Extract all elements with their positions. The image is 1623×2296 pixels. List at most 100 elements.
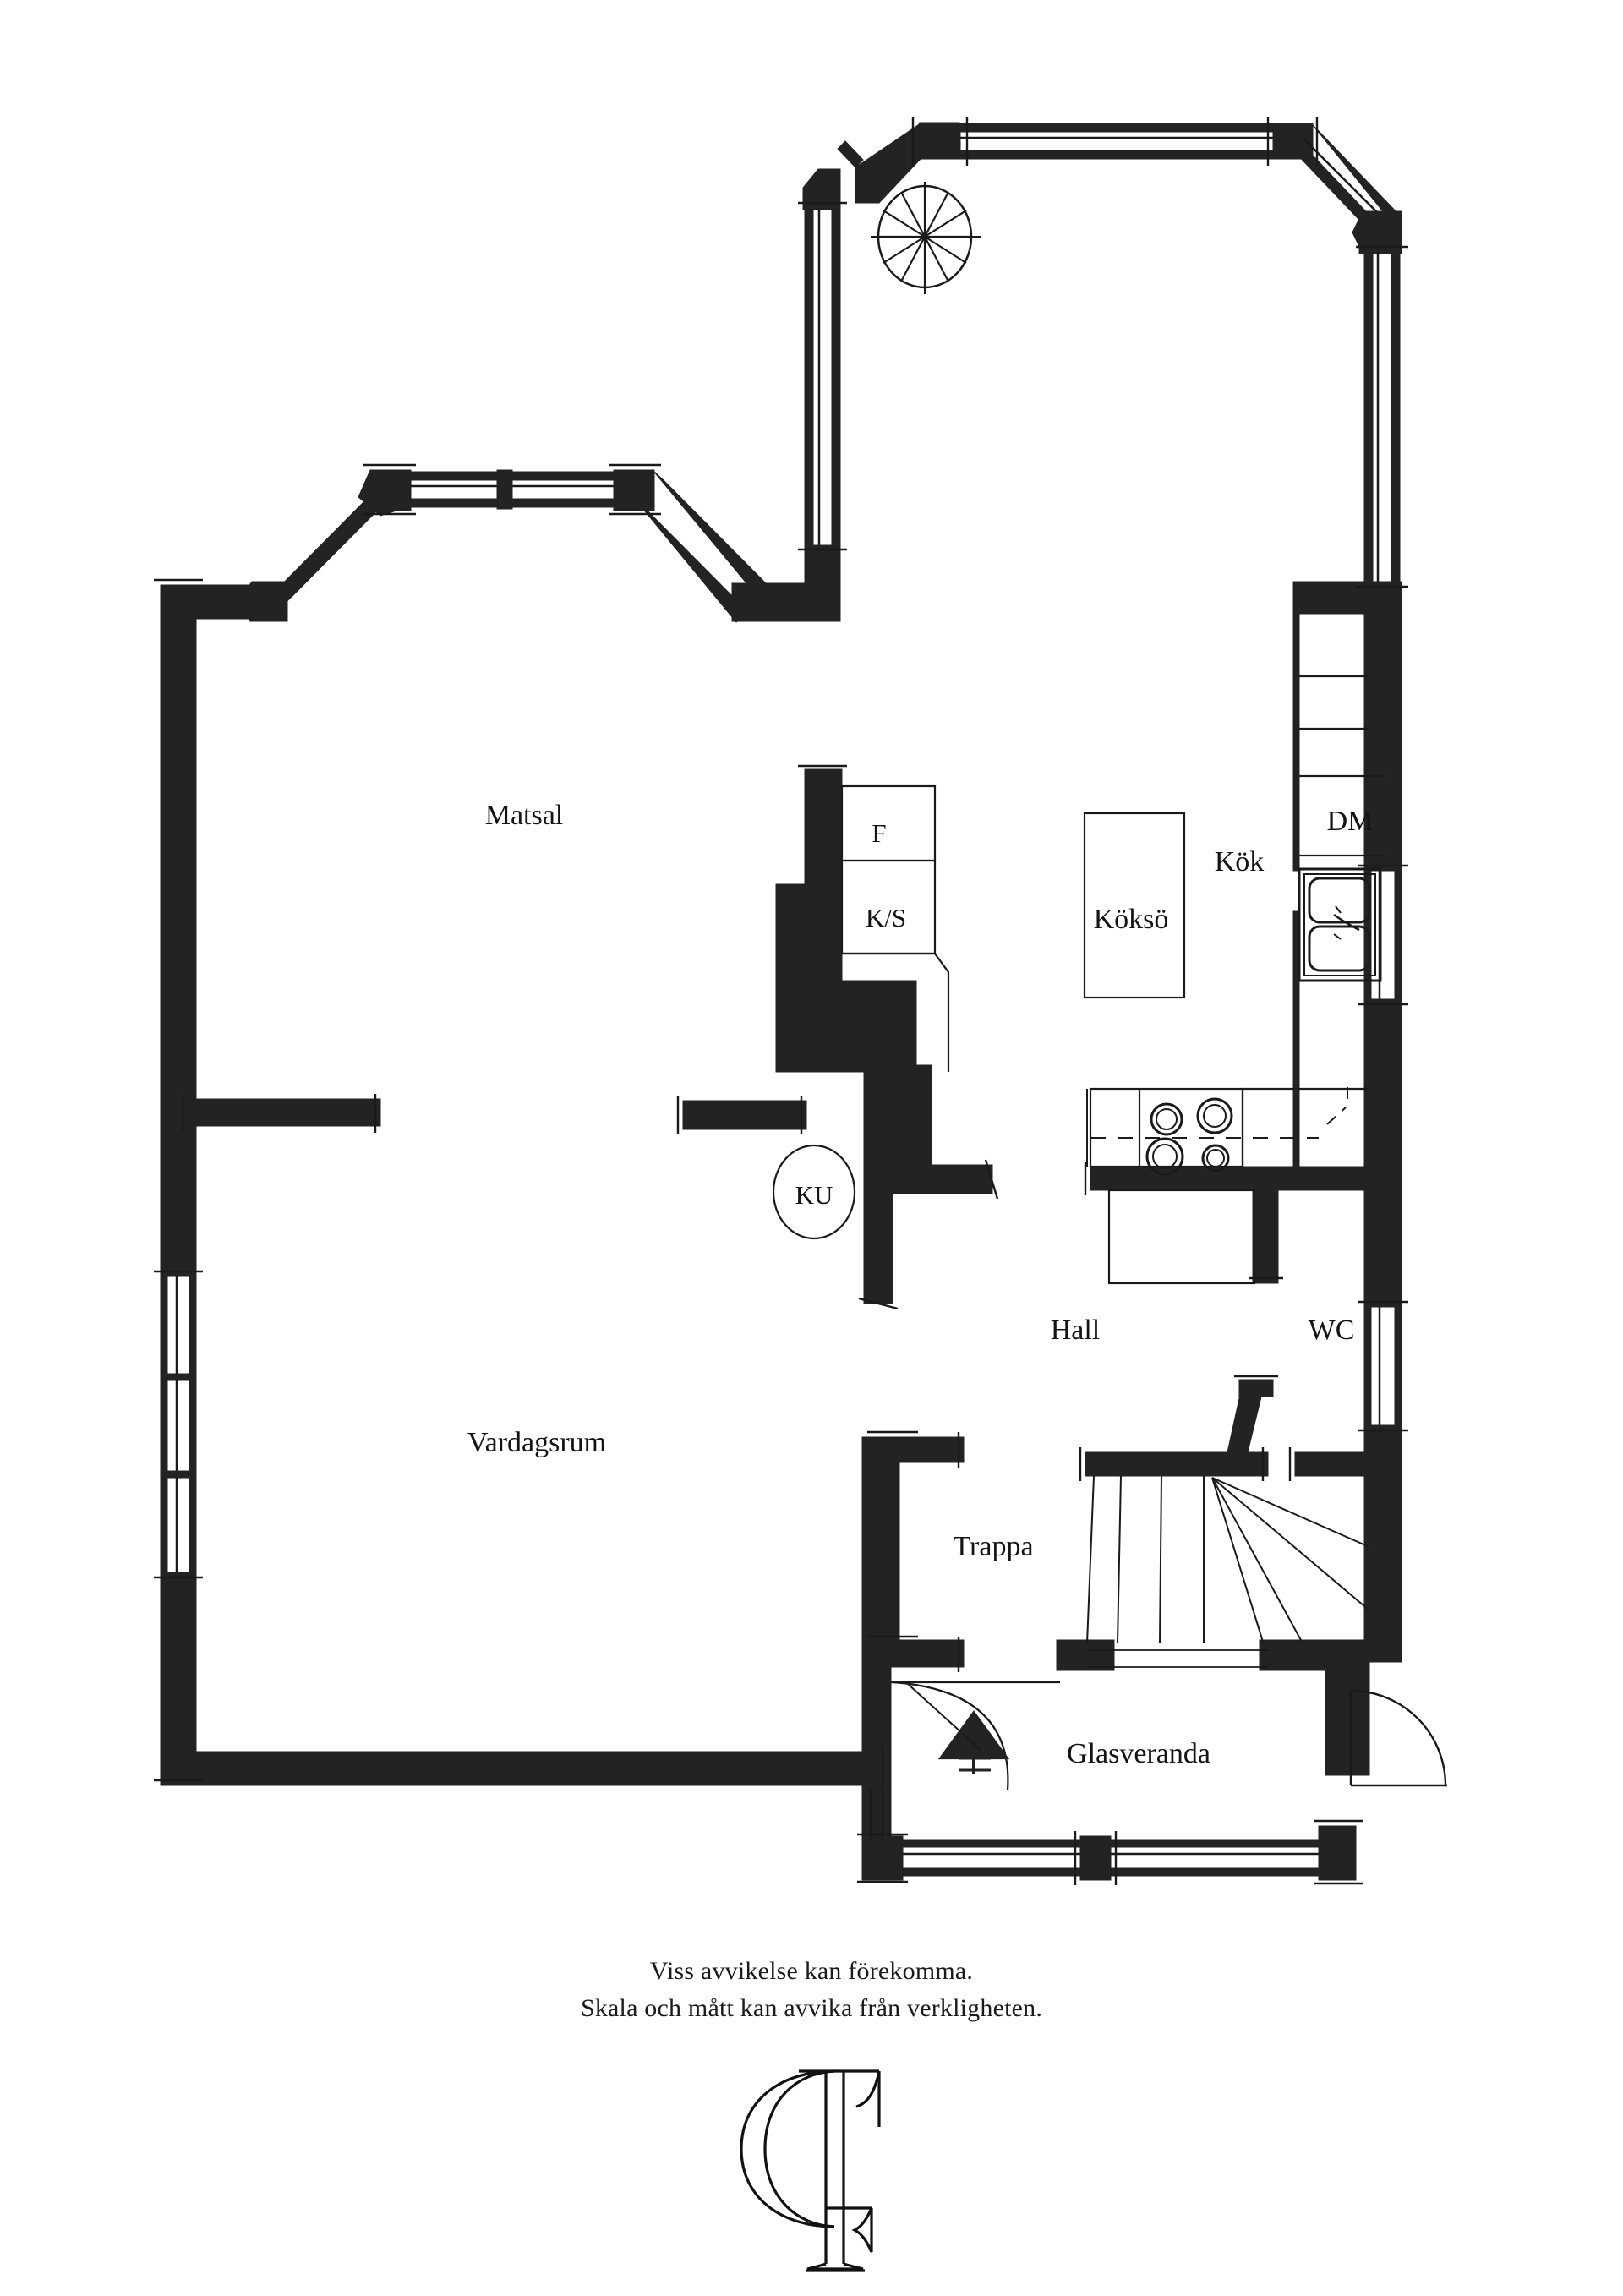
wall-matsal-bay-corner-nw-blk: [369, 469, 412, 511]
wall-west-lower: [160, 1572, 197, 1786]
wall-upper-bay-left-outer: [804, 206, 814, 546]
wall-upper-bay-right-outer: [1391, 251, 1401, 582]
wall-right-main-upper: [1363, 581, 1402, 872]
spiral-tread-8: [900, 236, 926, 282]
ku-marker-ellipse: [772, 1144, 856, 1240]
stove-burner-tr-outer: [1196, 1097, 1233, 1134]
room-label-vardagsrum: Vardagsrum: [467, 1427, 606, 1458]
wall-right-window2-inner: [1394, 1306, 1402, 1426]
wall-right-window2-outer: [1363, 1306, 1372, 1426]
room-label-trappa: Trappa: [953, 1531, 1033, 1562]
wall-vardagsrum-east: [861, 1436, 892, 1786]
stair-winder-1: [1211, 1477, 1370, 1548]
hall-cabinet-outline: [1107, 1189, 1256, 1285]
stove-burner-bl-inner: [1152, 1144, 1178, 1169]
spiral-stair-icon: [871, 182, 981, 294]
sink-tap-upper: [1335, 905, 1342, 914]
sink-basin-upper: [1308, 877, 1371, 924]
room-label-matsal: Matsal: [485, 800, 564, 831]
room-label-glasveranda: Glasveranda: [1067, 1738, 1210, 1769]
wall-veranda-vertical: [1325, 1639, 1370, 1776]
wall-partition-matsal-vardagsrum: [187, 1098, 381, 1127]
wall-core-west-stub: [682, 1100, 807, 1130]
wall-south-vardagsrum: [160, 1751, 888, 1786]
room-labels-group: Matsal Vardagsrum Kök Köksö DM F K/S KU …: [467, 800, 1374, 1769]
stair-tread-2: [1117, 1475, 1122, 1644]
spiral-tread-2: [924, 191, 949, 238]
straight-and-winder-stair-icon: [1086, 1475, 1370, 1668]
walls-group: [160, 122, 1402, 1881]
wall-stair-head-beam: [1085, 1451, 1269, 1477]
wall-west-window-inner: [189, 1276, 197, 1573]
wall-upper-bay-diag-nw: [855, 123, 921, 204]
door-swing-arc: [1350, 1689, 1447, 1786]
wall-right-main-mid: [1363, 998, 1402, 1308]
wall-kok-partition: [1292, 613, 1300, 872]
closet-f-box: [840, 784, 937, 862]
stove-burner-tl-outer: [1150, 1102, 1183, 1136]
wall-upper-bay-diag-sw-a: [837, 140, 864, 168]
disclaimer-line-2: Skala och mått kan avvika från verklighe…: [580, 1993, 1043, 2022]
logo-f-top-serif: [855, 2070, 881, 2108]
logo-container: [0, 2054, 1623, 2287]
room-label-dm: DM: [1327, 806, 1374, 837]
stair-winder-2: [1211, 1477, 1370, 1611]
tick: [858, 1297, 899, 1310]
wall-upper-bay-left-inner: [831, 206, 841, 546]
stair-tread-3: [1159, 1475, 1162, 1644]
stove-burner-br-inner: [1206, 1149, 1225, 1167]
room-label-ks: K/S: [866, 903, 906, 932]
wall-west-upper: [160, 584, 197, 1277]
sink-tap-lower: [1333, 933, 1342, 940]
wall-matsal-bay-corner-e-blk2: [797, 582, 841, 622]
sink-outer-frame: [1298, 867, 1382, 982]
logo-f-foot: [806, 2262, 864, 2271]
tick: [984, 1159, 999, 1200]
room-label-kokso: Köksö: [1094, 904, 1169, 935]
spiral-tread-12: [900, 191, 926, 238]
sink-basin-lower: [1308, 925, 1371, 972]
wall-right-main-lower: [1363, 1424, 1402, 1663]
sink-inner-frame: [1303, 873, 1376, 976]
wall-matsal-bay-corner-w: [238, 581, 288, 622]
disclaimer-line-1: Viss avvikelse kan förekomma.: [649, 1957, 974, 1985]
logo-f-mid-terminal: [851, 2207, 873, 2253]
wall-upper-bay-top: [959, 123, 1274, 133]
door-swing-icon: [1349, 1689, 1447, 1787]
room-label-f: F: [872, 818, 886, 848]
spiral-tread-6: [924, 236, 949, 282]
room-label-ku: KU: [795, 1180, 833, 1210]
step-marker-diag: [907, 1683, 981, 1751]
sink-faucet: [1333, 913, 1360, 932]
wall-end-ticks: [154, 117, 1408, 1885]
spiral-tread-11: [883, 210, 926, 238]
counter-corner-dash: [1326, 1087, 1348, 1125]
wall-core-vertical-south: [863, 1164, 893, 1304]
wall-hall-wc-vertical: [1252, 1166, 1279, 1284]
stair-winder-3: [1211, 1477, 1303, 1643]
wall-veranda-beam-left: [1056, 1639, 1115, 1671]
wall-west-window-mullion2: [160, 1470, 197, 1479]
wall-upper-bay-top-inner: [959, 150, 1274, 160]
wall-right-window1-inner: [1394, 870, 1402, 1000]
wall-matsal-bay-corner-ne-blk: [613, 469, 655, 511]
fixtures-group: [772, 182, 1447, 1840]
logo-letter-c-inner: [763, 2069, 835, 2228]
cf-monogram-logo: [740, 2069, 881, 2272]
veranda-inner-door-icon: [891, 1681, 1060, 1791]
stove-burner-bl-outer: [1145, 1137, 1184, 1176]
wall-core-lower-block: [775, 980, 917, 1073]
room-label-hall: Hall: [1051, 1315, 1101, 1346]
wall-upper-bay-right-inner: [1363, 251, 1374, 582]
veranda-door-arc: [892, 1681, 1009, 1791]
closet-angled-edge: [934, 953, 950, 1072]
wall-stair-head-beam-right: [1294, 1451, 1370, 1477]
stove-burner-br-outer: [1201, 1144, 1230, 1173]
logo-letter-c: [740, 2069, 835, 2228]
stove-burner-tr-inner: [1203, 1104, 1227, 1128]
kitchen-island-outline: [1083, 812, 1186, 999]
room-label-kok: Kök: [1215, 846, 1265, 877]
spiral-tread-9: [883, 236, 926, 264]
wall-stair-diagonal-top: [1238, 1379, 1274, 1397]
